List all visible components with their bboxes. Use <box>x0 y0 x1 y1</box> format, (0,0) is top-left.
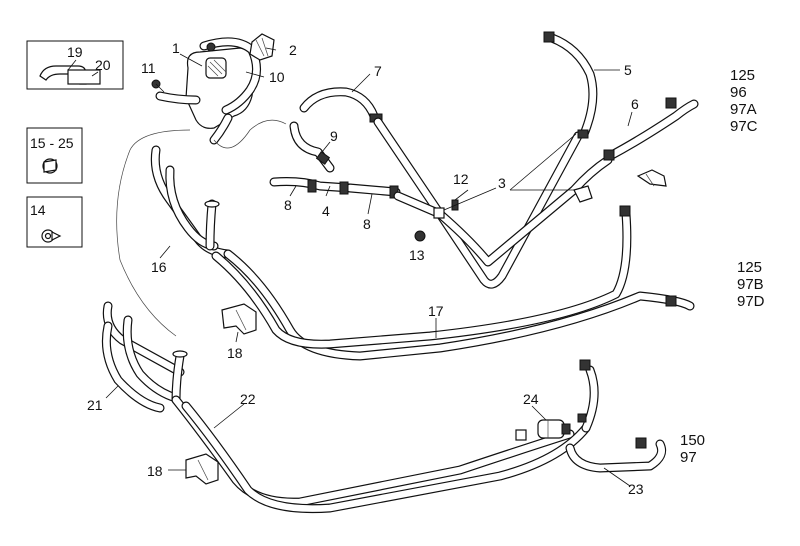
nut-13 <box>414 230 426 242</box>
hose-23 <box>565 437 667 473</box>
hose-group-4-8-9 <box>269 121 401 199</box>
variant-code: 96 <box>730 84 747 101</box>
callout-labels: 1 2 3 4 5 6 7 8 8 9 10 11 12 13 14 15 - … <box>30 40 644 497</box>
callout-7: 7 <box>374 63 382 79</box>
detail-box-clip-15-25 <box>26 127 83 184</box>
callout-6: 6 <box>631 96 639 112</box>
callout-18-upper: 18 <box>227 345 243 361</box>
variant-code: 97A <box>730 101 757 118</box>
hose-6 <box>603 97 699 161</box>
callout-23: 23 <box>628 481 644 497</box>
callout-15-25: 15 - 25 <box>30 135 74 151</box>
pipe-3 <box>373 117 613 289</box>
callout-2: 2 <box>289 42 297 58</box>
callout-1: 1 <box>172 40 180 56</box>
callout-4: 4 <box>322 203 330 219</box>
callout-17: 17 <box>428 303 444 319</box>
callout-8-right: 8 <box>363 216 371 232</box>
callout-3: 3 <box>498 175 506 191</box>
callout-16: 16 <box>151 259 167 275</box>
variant-code: 125 <box>730 67 755 84</box>
hose-5 <box>543 31 598 139</box>
detail-box-clip-19-20 <box>26 40 124 90</box>
callout-24: 24 <box>523 391 539 407</box>
callout-8-left: 8 <box>284 197 292 213</box>
callout-11: 11 <box>141 60 156 76</box>
callout-21: 21 <box>87 397 103 413</box>
variant-code: 97B <box>737 276 764 293</box>
screw-11 <box>151 79 165 93</box>
variant-code: 125 <box>737 259 762 276</box>
callout-20: 20 <box>95 57 111 73</box>
bracket-18-upper <box>221 303 257 335</box>
hose-22 <box>171 359 599 514</box>
hose-21 <box>101 315 188 413</box>
screw-12 <box>451 189 469 211</box>
callout-22: 22 <box>240 391 256 407</box>
callout-5: 5 <box>624 62 632 78</box>
callout-19: 19 <box>67 44 83 60</box>
variant-code: 97 <box>680 449 697 466</box>
variant-code: 97D <box>737 293 765 310</box>
callout-18-lower: 18 <box>147 463 163 479</box>
filter-24 <box>537 413 587 439</box>
variant-group-1: 125 96 97A 97C <box>730 67 758 135</box>
leader-lines <box>105 47 633 487</box>
variant-code: 97C <box>730 118 758 135</box>
hose-clamp <box>206 42 216 52</box>
detail-box-clip-14 <box>26 196 83 248</box>
routing-lines <box>116 119 287 337</box>
variant-group-2: 125 97B 97D <box>737 259 765 310</box>
hose-17 <box>102 205 695 377</box>
bracket-18-lower <box>185 453 219 485</box>
variant-group-3: 150 97 <box>680 432 705 466</box>
tank-cap <box>249 33 275 61</box>
hose-7 <box>299 87 383 123</box>
bracket-clip-right <box>636 169 667 187</box>
callout-12: 12 <box>453 171 469 187</box>
callout-9: 9 <box>330 128 338 144</box>
callout-13: 13 <box>409 247 425 263</box>
hose-16 <box>150 145 233 259</box>
callout-10: 10 <box>269 69 285 85</box>
callout-14: 14 <box>30 202 46 218</box>
variant-code: 150 <box>680 432 705 449</box>
expansion-tank <box>155 37 261 145</box>
